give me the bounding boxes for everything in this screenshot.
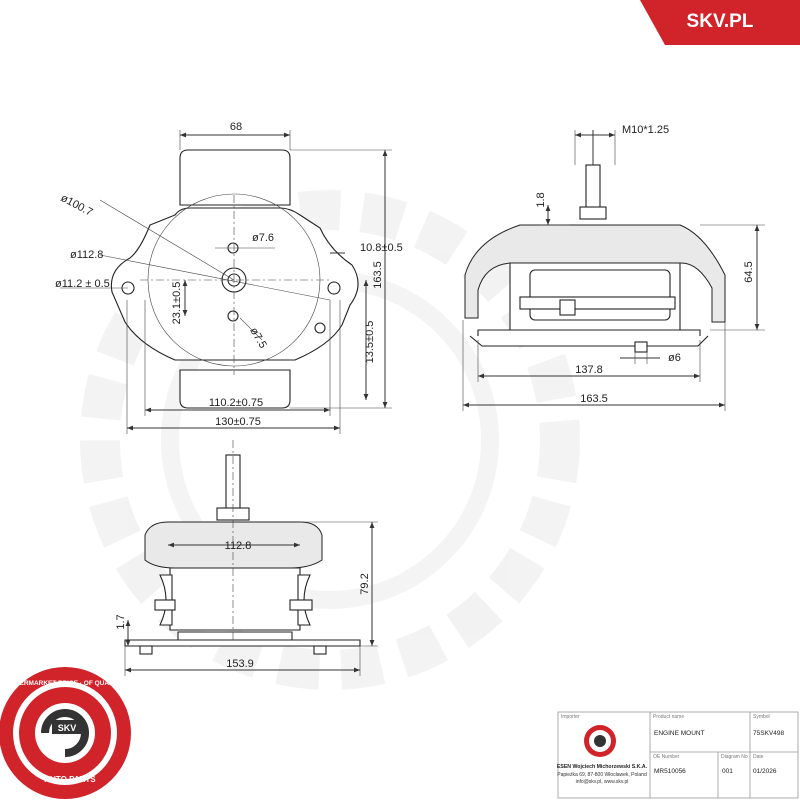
- front-view: 112.8 79.2 1.7 153.9: [115, 440, 378, 676]
- dim-thread: M10*1.25: [622, 124, 669, 136]
- title-block: Importer ESEN Wojciech Michorzewski S.K.…: [557, 711, 799, 799]
- tb-company-name: ESEN Wojciech Michorzewski S.K.A.: [557, 764, 648, 770]
- skv-logo: SKV.PL: [640, 0, 800, 45]
- tb-date: 01/2026: [753, 768, 777, 775]
- dim-163-5-vertical: 163.5: [372, 261, 384, 289]
- dim-23-1: 23.1±0.5: [171, 282, 183, 325]
- dim-dia-7-6: ø7.6: [252, 232, 274, 244]
- tb-product-name-label: Product name: [653, 714, 684, 720]
- tb-symbol: 75SKV498: [753, 730, 784, 737]
- tb-logo-gear-icon: [594, 735, 606, 747]
- dim-137-8: 137.8: [575, 364, 603, 376]
- tb-oe-label: OE Number: [653, 754, 680, 760]
- tb-date-label: Date: [753, 754, 764, 760]
- dim-dia-6: ø6: [668, 352, 681, 364]
- tb-product-name: ENGINE MOUNT: [654, 730, 705, 737]
- dim-64-5: 64.5: [743, 261, 755, 282]
- dim-68: 68: [230, 121, 242, 133]
- seal-gear-icon: [41, 709, 89, 757]
- tb-diagram-no: 001: [722, 768, 733, 775]
- dim-dia-100-7: ø100.7: [59, 192, 95, 219]
- dim-130: 130±0.75: [215, 416, 261, 428]
- seal-bottom-text: AUTO PARTS: [44, 775, 96, 784]
- side-view: M10*1.25 1.8 64.5 ø6 137.8 163.5: [462, 124, 765, 411]
- tb-company-contact: info@skv.pl, www.skv.pl: [576, 779, 629, 785]
- dim-1-7: 1.7: [115, 614, 127, 629]
- dim-163-5-side: 163.5: [580, 393, 608, 405]
- skv-seal: SKV AFTERMARKET PRICE · OF QUALITY AUTO …: [0, 667, 131, 799]
- dim-153-9: 153.9: [226, 658, 254, 670]
- dim-79-2: 79.2: [359, 573, 371, 594]
- seal-outer-text: AFTERMARKET PRICE · OF QUALITY: [7, 680, 124, 687]
- tb-diagram-label: Diagram No: [721, 754, 748, 760]
- dim-dia-11-2: ø11.2 ± 0.5: [55, 278, 110, 290]
- top-view: 68 163.5 10.8±0.5 13.5±0.5 23.1±0.5 ø100…: [55, 121, 403, 434]
- tb-symbol-label: Symbol: [753, 714, 770, 720]
- tb-importer-label: Importer: [561, 714, 580, 720]
- tb-company-address: Papieżka 69, 87-800 Włocławek, Poland: [557, 772, 647, 778]
- seal-center-text: SKV: [58, 723, 77, 733]
- skv-logo-text: SKV.PL: [687, 11, 754, 32]
- dim-1-8: 1.8: [535, 192, 547, 207]
- dim-13-5: 13.5±0.5: [364, 321, 376, 364]
- dim-10-8: 10.8±0.5: [360, 242, 403, 254]
- dim-112-8-front: 112.8: [225, 540, 252, 552]
- tb-oe-number: MR510056: [654, 768, 686, 775]
- dim-dia-112-8: ø112.8: [70, 249, 103, 261]
- dim-110-2: 110.2±0.75: [209, 397, 263, 409]
